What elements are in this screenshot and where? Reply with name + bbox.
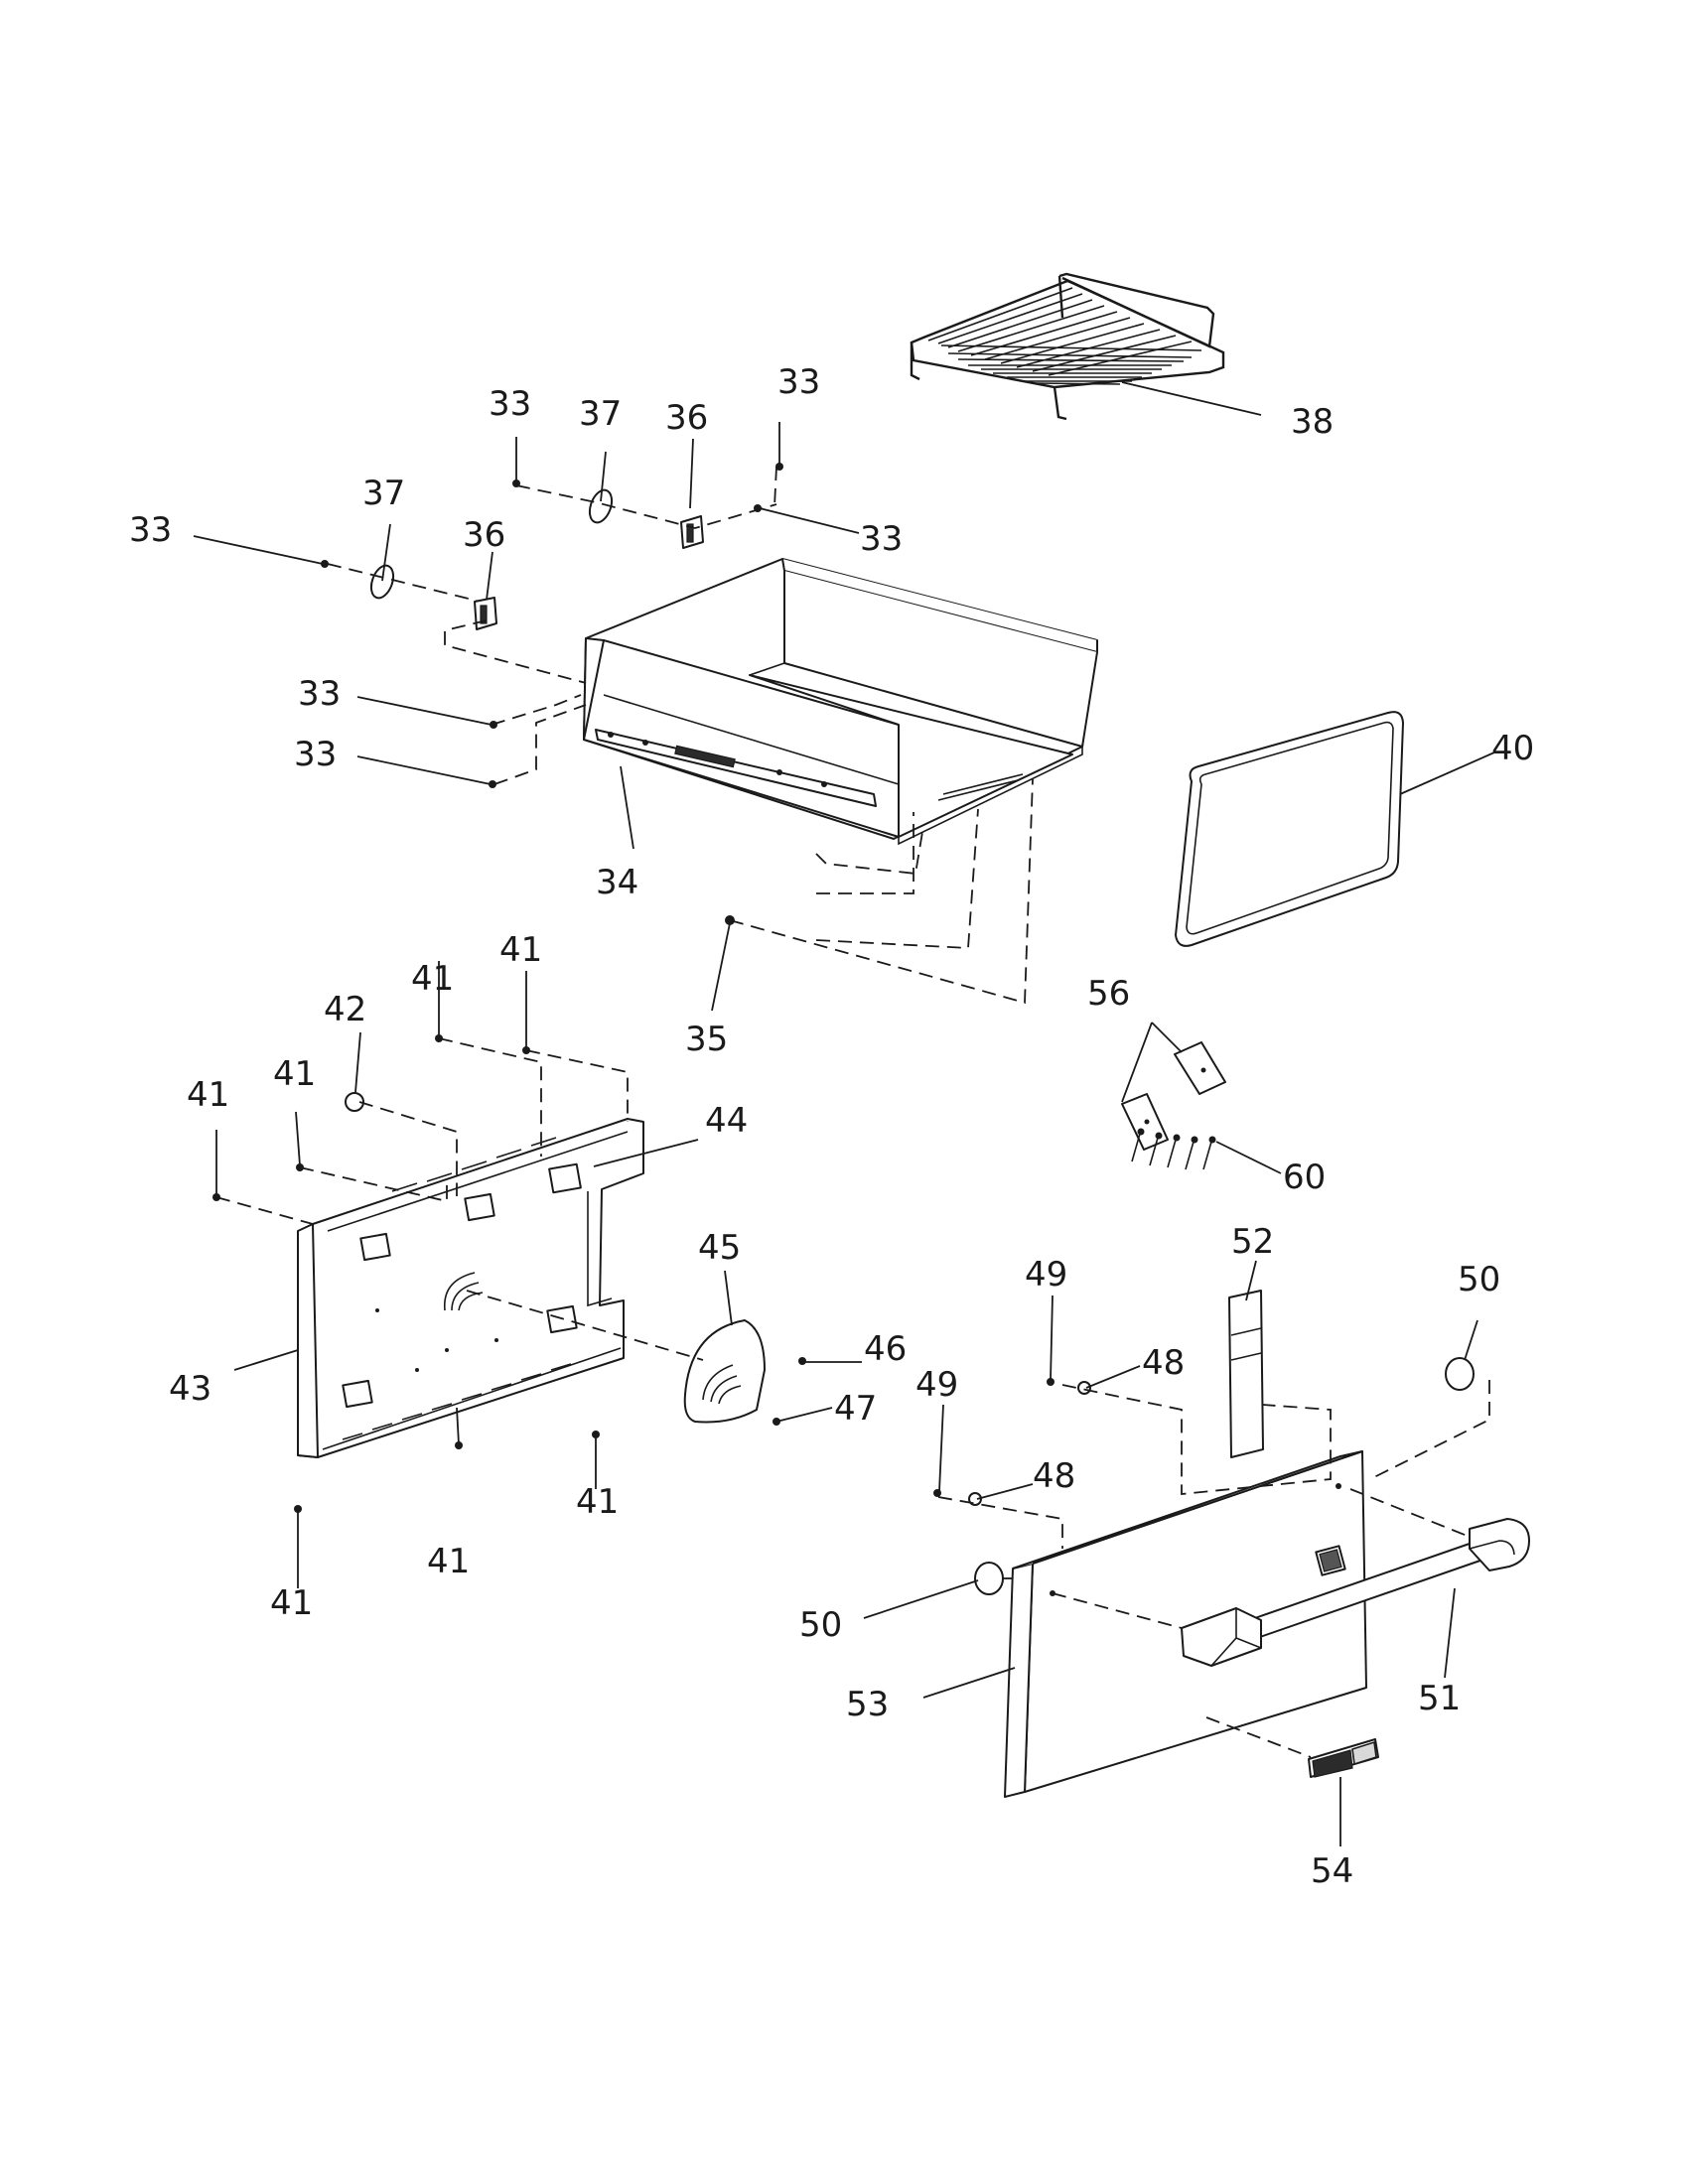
callout-46: 46 <box>864 1329 907 1369</box>
callout-49-lower: 49 <box>915 1365 958 1405</box>
callout-41-top-mid: 41 <box>411 959 454 999</box>
part-54-badge <box>1308 1738 1379 1778</box>
part-43-inner-panel <box>297 1118 644 1458</box>
callout-33-right: 33 <box>860 519 903 559</box>
part-46-screw <box>798 1357 806 1365</box>
part-37-roller-left <box>369 564 395 600</box>
callout-45: 45 <box>698 1228 741 1268</box>
callout-51: 51 <box>1418 1679 1461 1718</box>
callout-48-lower: 48 <box>1033 1456 1075 1496</box>
callout-54: 54 <box>1311 1851 1353 1891</box>
part-44-clip <box>548 1162 582 1194</box>
callout-35: 35 <box>685 1020 728 1059</box>
callout-34: 34 <box>596 863 638 902</box>
callout-labels: 33 33 33 33 33 33 34 35 36 36 37 37 38 4… <box>129 362 1534 1891</box>
callout-41-bottom-mid: 41 <box>427 1542 470 1581</box>
callout-42: 42 <box>324 990 366 1029</box>
callout-33-top-left: 33 <box>489 384 531 424</box>
callout-41-top-right: 41 <box>499 930 542 970</box>
part-34-drawer-box <box>583 558 1098 846</box>
callout-53: 53 <box>846 1685 889 1724</box>
part-60-screws <box>1131 1128 1216 1170</box>
part-45-logo-plate <box>683 1319 766 1424</box>
callout-38: 38 <box>1291 402 1334 442</box>
part-53-outer-door-panel <box>1004 1450 1367 1798</box>
part-49-screw-upper <box>1047 1378 1055 1386</box>
callout-40: 40 <box>1491 729 1534 768</box>
part-42-knob <box>345 1092 364 1112</box>
callout-48-upper: 48 <box>1142 1343 1185 1383</box>
callout-56: 56 <box>1087 974 1130 1014</box>
callout-37-right: 37 <box>579 394 622 434</box>
part-38-wire-rack <box>910 272 1225 421</box>
callout-33-low: 33 <box>294 735 337 774</box>
callout-41-bottom-right: 41 <box>576 1482 619 1522</box>
callout-43: 43 <box>169 1369 211 1409</box>
callout-41-bottom-left: 41 <box>270 1583 313 1623</box>
callout-49-upper: 49 <box>1025 1255 1067 1295</box>
callout-36-left: 36 <box>463 515 505 555</box>
callout-33-far-left: 33 <box>129 510 172 550</box>
callout-41-far-left: 41 <box>187 1075 229 1115</box>
callout-33-top-right: 33 <box>777 362 820 402</box>
callout-37-left: 37 <box>362 474 405 513</box>
callout-41-top-left: 41 <box>273 1054 316 1094</box>
part-40-gasket <box>1175 711 1404 947</box>
part-37-roller-right <box>588 488 614 524</box>
part-52-trim-strip <box>1228 1290 1264 1458</box>
part-50-cap-left <box>974 1562 1004 1595</box>
callout-33-mid: 33 <box>298 674 341 714</box>
callout-52: 52 <box>1231 1222 1274 1262</box>
callout-36-right: 36 <box>665 398 708 438</box>
callout-60: 60 <box>1283 1158 1326 1197</box>
callout-44: 44 <box>705 1101 748 1141</box>
part-36-bracket-right <box>680 515 704 549</box>
part-51-handle <box>1181 1518 1530 1667</box>
callout-47: 47 <box>834 1389 877 1429</box>
leader-lines <box>193 381 1495 1846</box>
callout-50-left: 50 <box>799 1605 842 1645</box>
part-50-cap-right <box>1445 1357 1475 1391</box>
callout-50-right: 50 <box>1458 1260 1500 1299</box>
part-48-washer-lower <box>968 1492 982 1506</box>
part-36-bracket-left <box>474 597 497 630</box>
assembly-dashed-lines <box>215 466 1490 1758</box>
